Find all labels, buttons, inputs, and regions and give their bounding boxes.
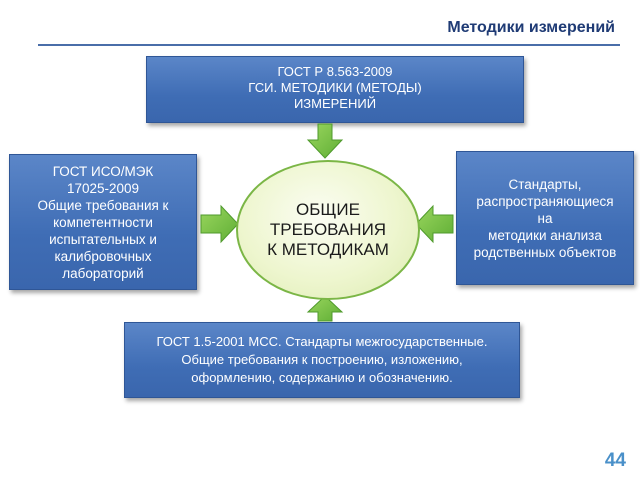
related-standards-box: Стандарты, распространяющиеся на методик… bbox=[456, 151, 634, 285]
gost-iso-iec-17025-box: ГОСТ ИСО/МЭК 17025-2009 Общие требования… bbox=[9, 154, 197, 290]
arrow-down-icon bbox=[306, 123, 344, 159]
general-requirements-ellipse: ОБЩИЕ ТРЕБОВАНИЯ К МЕТОДИКАМ bbox=[236, 160, 420, 300]
arrow-left-icon bbox=[415, 204, 454, 244]
arrow-right-icon bbox=[200, 204, 239, 244]
gost-1-5-2001-box: ГОСТ 1.5-2001 МСС. Стандарты межгосударс… bbox=[124, 322, 520, 398]
page-number: 44 bbox=[604, 450, 626, 471]
arrow-up-icon bbox=[306, 295, 344, 322]
title-divider bbox=[38, 44, 620, 46]
page-title: Методики измерений bbox=[447, 19, 615, 36]
gost-r-8563-box: ГОСТ Р 8.563-2009 ГСИ. МЕТОДИКИ (МЕТОДЫ)… bbox=[146, 56, 524, 123]
